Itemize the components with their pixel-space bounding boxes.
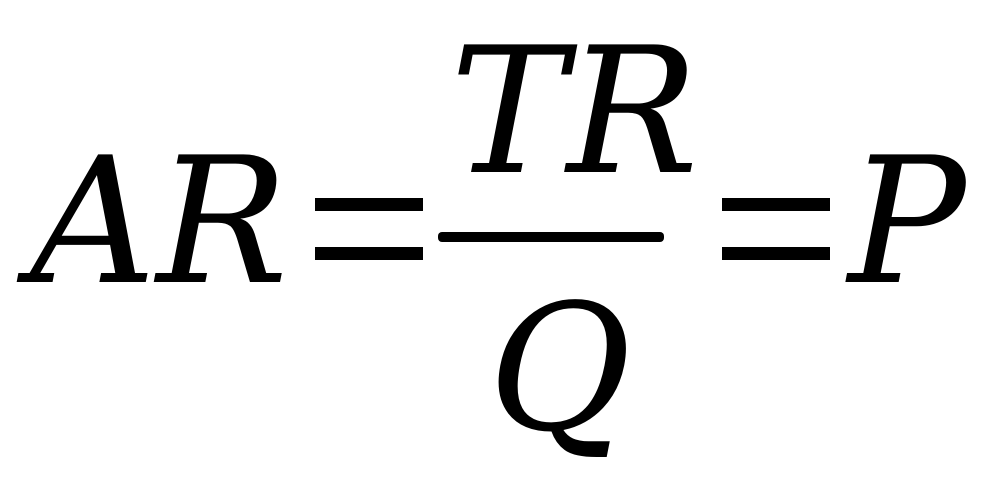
equals-sign-second [722,198,830,260]
fraction-bar [438,232,664,242]
equals-bar-bottom [722,247,830,260]
equals-bar-top [722,198,830,211]
average-revenue-term: AR [30,121,289,324]
equals-bar-top [315,198,423,211]
equals-bar-bottom [315,247,423,260]
fraction-denominator: Q [488,268,632,471]
equals-sign [315,198,423,260]
fraction-numerator: TR [450,11,699,214]
price-term: P [848,121,966,324]
